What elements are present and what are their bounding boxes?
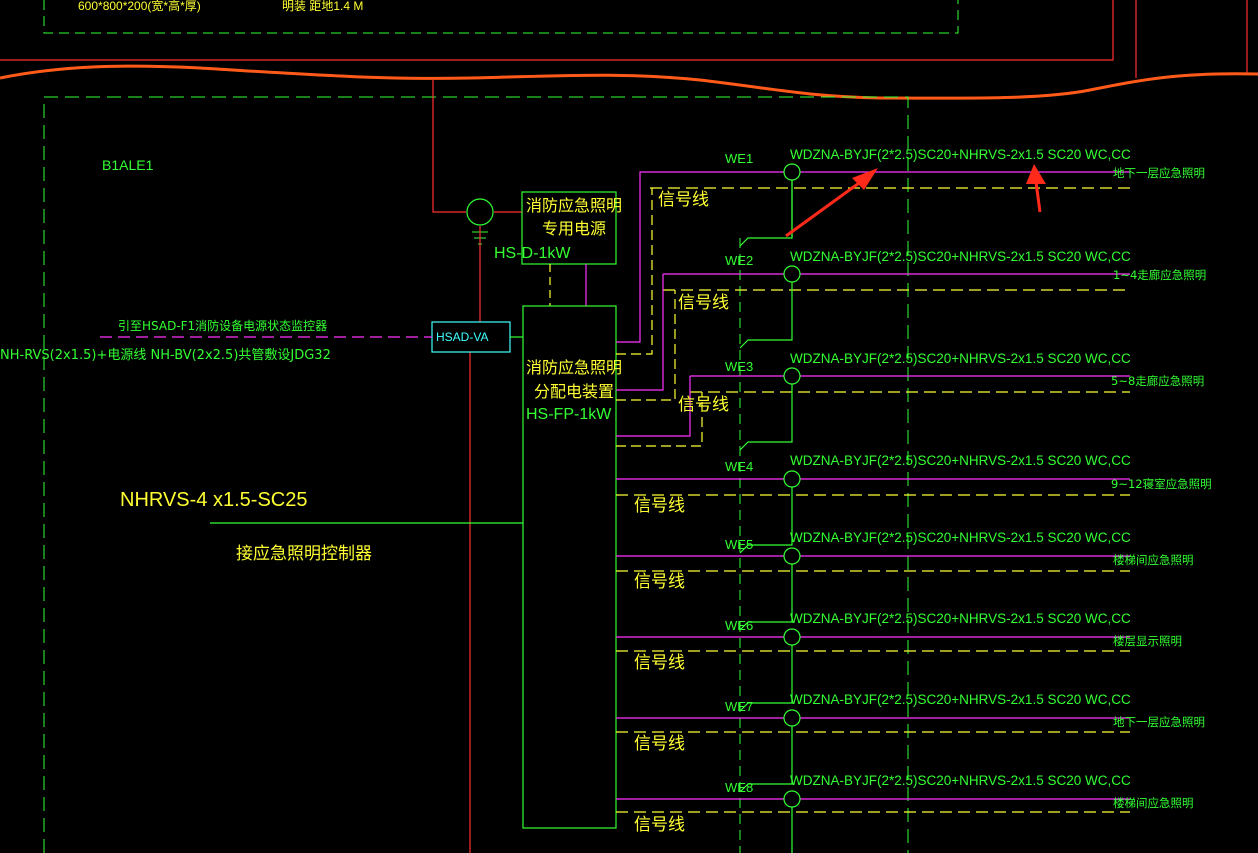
power-source-box[interactable] xyxy=(521,191,617,265)
mount-note-label: 明装 距地1.4 M xyxy=(282,0,364,13)
signal-line-label-8: 信号线 xyxy=(634,815,685,835)
circuit-branch-drop xyxy=(739,282,793,349)
circuit-id-label: WE1 xyxy=(725,151,754,166)
distribution-box[interactable] xyxy=(522,305,617,829)
circuit-branch-drop xyxy=(791,807,793,853)
signal-line-label-2: 信号线 xyxy=(678,293,729,313)
cabinet-size-label: 600*800*200(宽*高*厚) xyxy=(78,0,201,13)
circuit-dest-label: 楼梯间应急照明 xyxy=(1113,796,1194,810)
circuit-lines xyxy=(616,163,1130,853)
circuit-node-circle-icon xyxy=(783,470,801,488)
circuit-id-label: WE7 xyxy=(725,699,754,714)
circuit-branch-drop xyxy=(739,384,793,451)
panel-boundary xyxy=(43,96,909,853)
panel-name-label: B1ALE1 xyxy=(102,157,154,173)
circuit-dest-label: 楼梯间应急照明 xyxy=(1113,553,1194,567)
circuit-cable-label: WDZNA-BYJF(2*2.5)SC20+NHRVS-2x1.5 SC20 W… xyxy=(790,773,1131,788)
circuit-cable-label: WDZNA-BYJF(2*2.5)SC20+NHRVS-2x1.5 SC20 W… xyxy=(790,453,1131,468)
controller-note-label: 接应急照明控制器 xyxy=(236,544,372,564)
feeder-signal-1 xyxy=(616,188,653,355)
monitor-note-label: 引至HSAD-F1消防设备电源状态监控器 xyxy=(118,319,328,333)
signal-line-label-7: 信号线 xyxy=(634,734,685,754)
signal-line-label-6: 信号线 xyxy=(634,653,685,673)
feeder-signal-3 xyxy=(616,392,703,447)
circuit-id-label: WE3 xyxy=(725,359,754,374)
circuit-dest-label: 1~4走廊应急照明 xyxy=(1113,268,1207,282)
circuit-id-label: WE5 xyxy=(725,537,754,552)
circuit-branch-drop xyxy=(739,564,793,631)
circuit-cable-label: WDZNA-BYJF(2*2.5)SC20+NHRVS-2x1.5 SC20 W… xyxy=(790,147,1131,162)
circuit-node-circle-icon xyxy=(783,547,801,565)
circuit-dest-label: 地下一层应急照明 xyxy=(1113,166,1205,180)
red-arrowhead-icon-2 xyxy=(1026,164,1046,184)
feeder-signal-2 xyxy=(616,290,676,401)
power-box-model: HS-D-1kW xyxy=(494,245,571,262)
circuit-dest-label: 地下一层应急照明 xyxy=(1113,715,1205,729)
circuit-id-label: WE2 xyxy=(725,253,754,268)
circuit-cable-label: WDZNA-BYJF(2*2.5)SC20+NHRVS-2x1.5 SC20 W… xyxy=(790,530,1131,545)
circuit-cable-label: WDZNA-BYJF(2*2.5)SC20+NHRVS-2x1.5 SC20 W… xyxy=(790,692,1131,707)
circuit-node-circle-icon xyxy=(783,628,801,646)
circuit-cable-label: WDZNA-BYJF(2*2.5)SC20+NHRVS-2x1.5 SC20 W… xyxy=(790,611,1131,626)
circuit-branch-drop xyxy=(739,645,793,712)
circuit-node-circle-icon xyxy=(783,790,801,808)
breaker-circle-icon xyxy=(466,198,494,226)
power-box-line1: 消防应急照明 xyxy=(526,196,623,215)
top-cabinet-boundary xyxy=(43,0,959,34)
circuit-dest-label: 楼层显示照明 xyxy=(1113,634,1182,648)
circuit-cable-label: WDZNA-BYJF(2*2.5)SC20+NHRVS-2x1.5 SC20 W… xyxy=(790,249,1131,264)
feeder-line-2 xyxy=(616,274,664,391)
signal-line-label-1: 信号线 xyxy=(658,190,709,210)
circuit-node-circle-icon xyxy=(783,163,801,181)
red-power-feed xyxy=(432,80,466,213)
circuit-dest-label: 9~12寝室应急照明 xyxy=(1111,477,1212,491)
signal-line-label-3: 信号线 xyxy=(678,395,729,415)
red-arrowhead-icon xyxy=(852,168,878,190)
circuit-id-label: WE4 xyxy=(725,459,754,474)
red-arrow-icon xyxy=(785,176,867,238)
circuit-dest-label: 5~8走廊应急照明 xyxy=(1111,374,1205,388)
circuit-node-circle-icon xyxy=(783,709,801,727)
monitor-module-label: HSAD-VA xyxy=(436,330,489,344)
red-arrow-icon-2 xyxy=(1034,181,1042,213)
circuit-node-circle-icon xyxy=(783,265,801,283)
dist-box-model: HS-FP-1kW xyxy=(526,406,612,423)
circuit-node-circle-icon xyxy=(783,367,801,385)
outer-frame-right xyxy=(0,0,1114,61)
circuit-id-label: WE8 xyxy=(725,780,754,795)
circuit-branch-drop xyxy=(739,487,793,554)
circuit-cable-label: WDZNA-BYJF(2*2.5)SC20+NHRVS-2x1.5 SC20 W… xyxy=(790,351,1131,366)
circuit-branch-drop xyxy=(739,180,793,247)
controller-cable-label: NHRVS-4 x1.5-SC25 xyxy=(120,489,308,511)
feeder-line-3 xyxy=(616,376,691,437)
circuit-id-label: WE6 xyxy=(725,618,754,633)
monitor-cable-label: NH-RVS(2x1.5)+电源线 NH-BV(2x2.5)共管敷设JDG32 xyxy=(0,348,331,363)
orange-boundary-line xyxy=(0,64,1258,100)
power-box-line2: 专用电源 xyxy=(542,219,607,238)
signal-line-label-5: 信号线 xyxy=(634,572,685,592)
signal-line-label-4: 信号线 xyxy=(634,496,685,516)
circuit-branch-drop xyxy=(739,726,793,793)
feeder-line-1 xyxy=(616,171,650,343)
dist-box-line1: 消防应急照明 xyxy=(526,358,623,377)
dist-box-line2: 分配电装置 xyxy=(534,382,615,401)
